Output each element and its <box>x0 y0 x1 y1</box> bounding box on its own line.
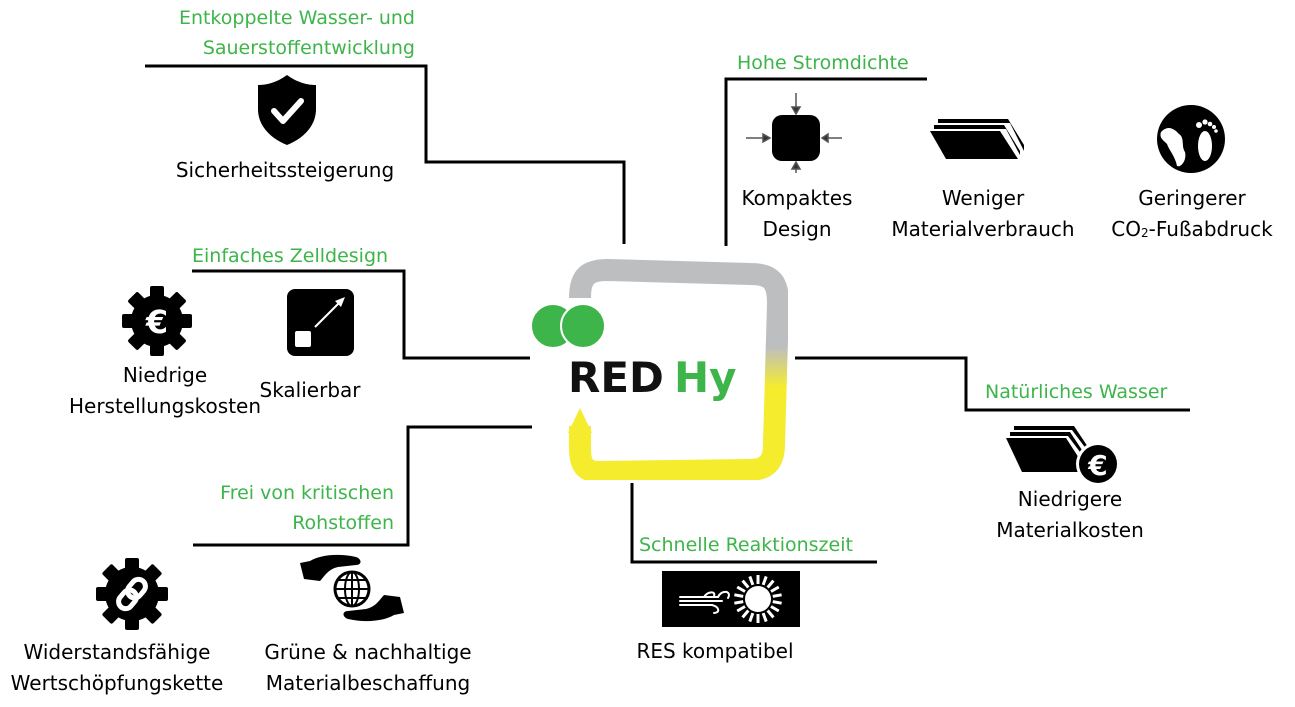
label-line: Kompaktes <box>741 186 853 210</box>
label-line: Sicherheitssteigerung <box>175 158 395 182</box>
label-line: Niedrigere <box>1017 487 1123 511</box>
heading-fast-response: Schnelle Reaktionszeit <box>639 530 853 560</box>
svg-text:€: € <box>1087 449 1107 482</box>
shield-check-icon <box>258 75 316 145</box>
label-co2-subscript: 2 <box>1141 226 1149 240</box>
globe-footprint-icon <box>1157 105 1225 173</box>
connector-top-right <box>724 77 927 246</box>
logo-text-hy: Hy <box>674 353 737 402</box>
label-line: Weniger <box>941 186 1025 210</box>
label-co2: CO <box>1111 217 1142 241</box>
label-co2-footprint: Geringerer CO2-Fußabdruck <box>1092 183 1292 248</box>
heading-simple-cell-design: Einfaches Zelldesign <box>192 241 388 271</box>
redhy-logo: RED Hy <box>530 258 788 480</box>
connector-mid-right <box>795 356 1190 412</box>
heading-line: Hohe Stromdichte <box>737 52 909 74</box>
compact-box-icon <box>746 93 842 173</box>
label-lower-material-cost: Niedrigere Materialkosten <box>980 484 1160 546</box>
label-line: Design <box>762 217 832 241</box>
wind-sun-icon <box>662 571 800 627</box>
connector-top-left <box>145 64 626 244</box>
label-green-sourcing: Grüne & nachhaltige Materialbeschaffung <box>248 637 488 699</box>
hands-globe-icon <box>300 554 404 622</box>
heading-line: Rohstoffen <box>292 512 394 534</box>
label-low-production-cost: Niedrige Herstellungskosten <box>65 360 265 422</box>
logo-green-circle-2 <box>560 303 606 349</box>
svg-text:€: € <box>145 303 168 341</box>
label-safety: Sicherheitssteigerung <box>160 155 410 186</box>
heading-line: Entkoppelte Wasser- und <box>178 7 415 29</box>
logo-arrow-head <box>568 408 592 433</box>
label-line: Materialverbrauch <box>891 217 1075 241</box>
label-compact-design: Kompaktes Design <box>722 183 872 245</box>
label-res-compatible: RES kompatibel <box>630 636 800 667</box>
heading-high-current-density: Hohe Stromdichte <box>737 48 909 78</box>
heading-line: Sauerstoffentwicklung <box>202 37 415 59</box>
label-line: CO2-Fußabdruck <box>1092 214 1292 248</box>
label-line: Niedrige <box>122 363 208 387</box>
connector-bottom-left <box>193 425 532 547</box>
label-footprint: -Fußabdruck <box>1148 217 1273 241</box>
label-line: Grüne & nachhaltige <box>264 640 472 664</box>
heading-natural-water: Natürliches Wasser <box>985 377 1167 407</box>
gear-euro-icon: € <box>122 286 192 356</box>
scale-up-icon <box>287 289 354 356</box>
material-sheets-icon <box>930 119 1024 159</box>
heading-line: Natürliches Wasser <box>985 381 1168 403</box>
logo-text-red: RED <box>568 353 664 402</box>
sheets-euro-icon: € <box>1006 426 1120 486</box>
label-line: Wertschöpfungskette <box>10 671 224 695</box>
heading-line: Frei von kritischen <box>220 482 394 504</box>
label-scalable: Skalierbar <box>250 375 370 406</box>
gear-chain-icon <box>96 558 168 630</box>
label-line: Widerstandsfähige <box>23 640 211 664</box>
heading-line: Schnelle Reaktionszeit <box>639 534 853 556</box>
label-line: Herstellungskosten <box>68 394 262 418</box>
heading-decoupled-evolution: Entkoppelte Wasser- und Sauerstoffentwic… <box>120 3 415 63</box>
label-line: Skalierbar <box>259 378 361 402</box>
logo-loop <box>569 258 788 480</box>
heading-line: Einfaches Zelldesign <box>192 245 389 267</box>
label-line: Materialkosten <box>996 518 1144 542</box>
label-line: Materialbeschaffung <box>265 671 471 695</box>
connector-mid-left <box>192 269 530 360</box>
label-line: Geringerer <box>1138 186 1246 210</box>
label-resilient-value-chain: Widerstandsfähige Wertschöpfungskette <box>0 637 234 699</box>
label-less-material: Weniger Materialverbrauch <box>883 183 1083 245</box>
label-line: RES kompatibel <box>636 639 794 663</box>
heading-critical-raw-materials: Frei von kritischen Rohstoffen <box>160 478 394 538</box>
connector-bottom-right <box>630 483 877 564</box>
